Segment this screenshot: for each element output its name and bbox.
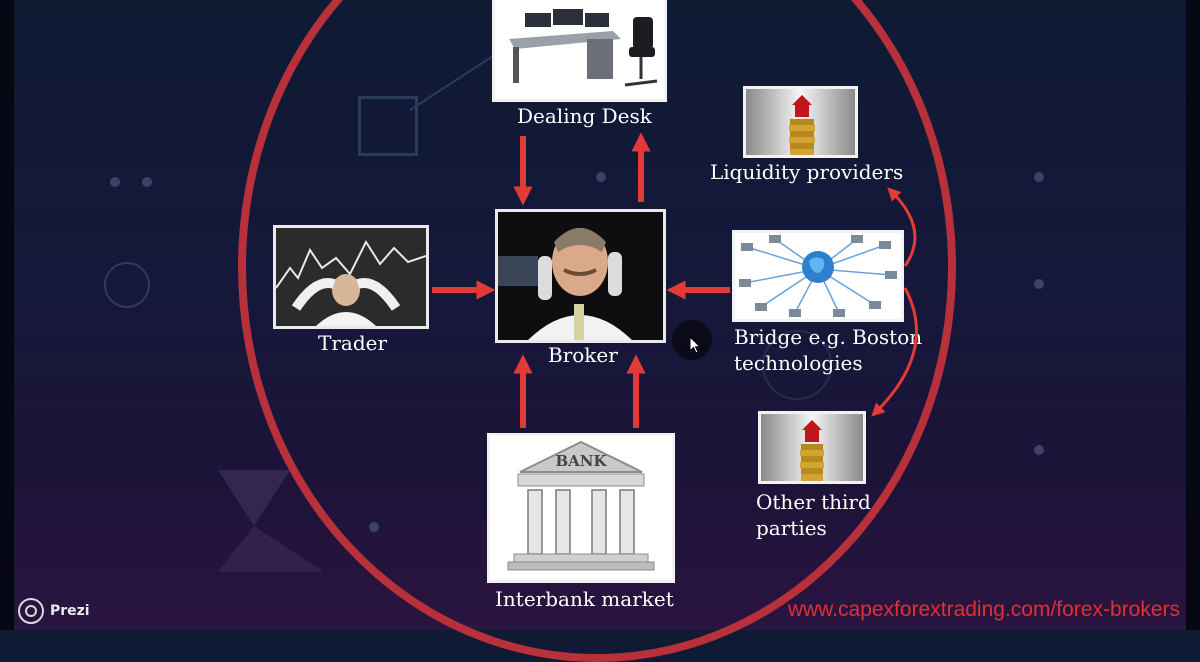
dealing-desk-label: Dealing Desk [517,104,652,128]
mouse-pointer-icon [689,336,701,354]
prezi-brand-text: Prezi [50,603,90,619]
other-third-parties-label-line1: Other third [756,490,871,514]
bank-sign-text: BANK [555,452,607,470]
decorative-circle [104,262,150,308]
decorative-dot [142,177,152,187]
decorative-dot [1034,279,1044,289]
decorative-dot [1034,172,1044,182]
liquidity-providers-image [743,86,858,158]
website-url: www.capexforextrading.com/forex-brokers [787,598,1180,621]
arrow-bridge-to-liquidity-providers [887,187,917,267]
interbank-market-image: BANK [487,433,675,583]
other-third-parties-image [758,411,866,484]
dealing-desk-image [492,0,667,102]
bridge-label-line2: technologies [734,351,863,375]
trader-image [273,225,429,329]
prezi-brand[interactable]: Prezi [18,598,90,624]
arrow-bridge-to-other-third-parties [871,287,918,417]
broker-label: Broker [548,343,618,367]
broker-image [495,209,666,343]
trader-label: Trader [318,331,388,355]
bridge-label-line1: Bridge e.g. Boston [734,325,923,349]
prezi-logo-icon [18,598,44,624]
decorative-dot [110,177,120,187]
other-third-parties-label-line2: parties [756,516,827,540]
bridge-image [732,230,904,322]
decorative-triangles [218,470,324,572]
decorative-dot [1034,445,1044,455]
diagram-arrows [432,132,918,428]
liquidity-providers-label: Liquidity providers [710,160,904,184]
right-border [1186,0,1200,630]
left-border [0,0,14,630]
interbank-market-label: Interbank market [495,587,674,611]
